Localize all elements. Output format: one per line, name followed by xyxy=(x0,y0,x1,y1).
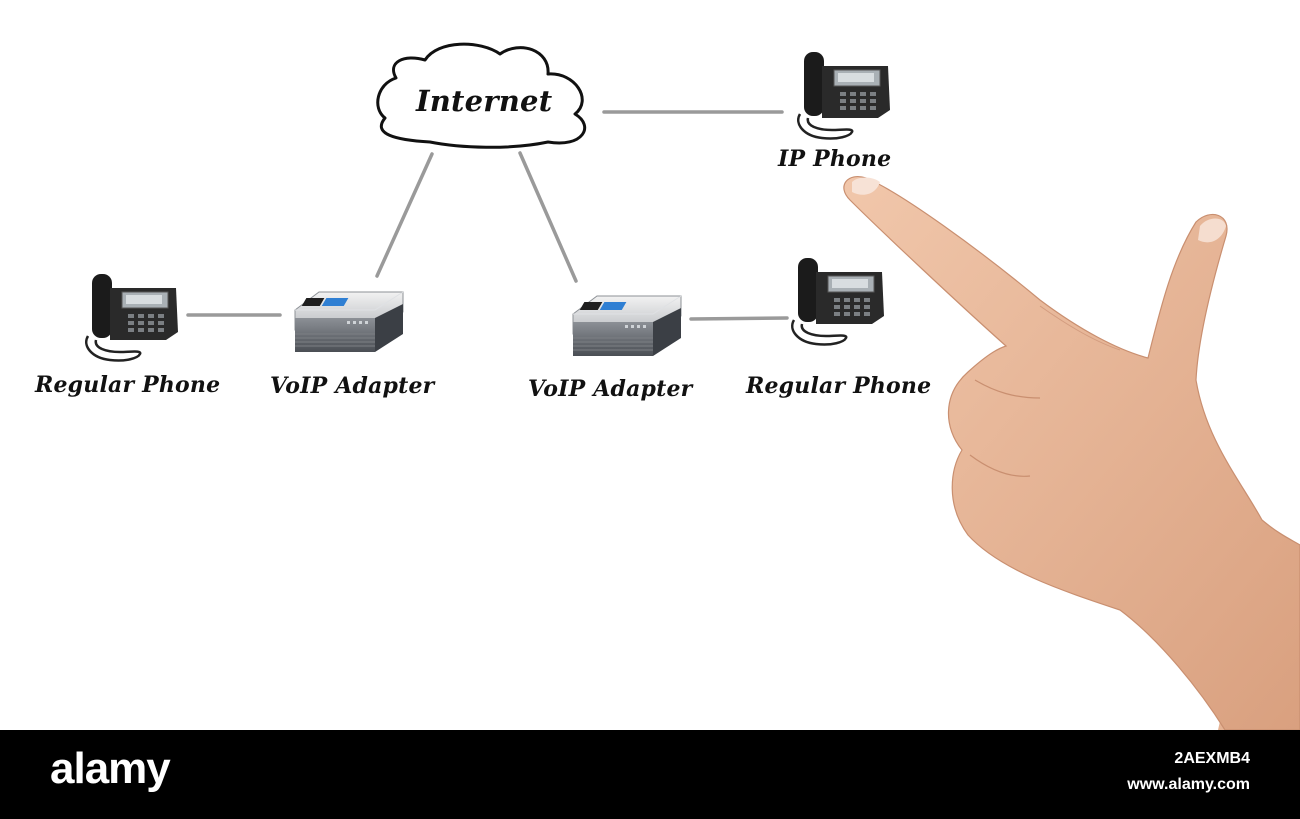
site-url: www.alamy.com xyxy=(1127,776,1250,793)
watermark-bar: alamy 2AEXMB4 www.alamy.com xyxy=(0,730,1300,819)
internet-cloud-icon xyxy=(376,42,587,149)
regular-phone-left-icon xyxy=(85,274,180,362)
voip-adapter-left-label: VoIP Adapter xyxy=(270,373,435,399)
ip-phone-icon xyxy=(797,52,892,140)
connector-adapter-phone-right xyxy=(689,316,789,321)
pointing-hand-icon xyxy=(843,176,1300,730)
diagram-graphics xyxy=(85,42,1300,730)
connector-cloud-adapter-left xyxy=(375,152,434,278)
regular-phone-right-icon xyxy=(791,258,886,346)
connector-cloud-adapter-right xyxy=(518,151,578,283)
alamy-logo: alamy xyxy=(50,744,171,793)
diagram-canvas: Internet IP Phone Regular Phone VoIP Ada… xyxy=(35,42,1300,730)
ip-phone-label: IP Phone xyxy=(778,146,892,172)
voip-adapter-right-label: VoIP Adapter xyxy=(528,376,693,402)
regular-phone-right-label: Regular Phone xyxy=(746,373,932,399)
image-id: 2AEXMB4 xyxy=(1174,750,1250,767)
voip-adapter-right-icon xyxy=(572,295,682,357)
voip-adapter-left-icon xyxy=(294,291,404,353)
regular-phone-left-label: Regular Phone xyxy=(35,372,221,398)
connector-lines xyxy=(186,110,789,321)
internet-label: Internet xyxy=(416,84,553,118)
